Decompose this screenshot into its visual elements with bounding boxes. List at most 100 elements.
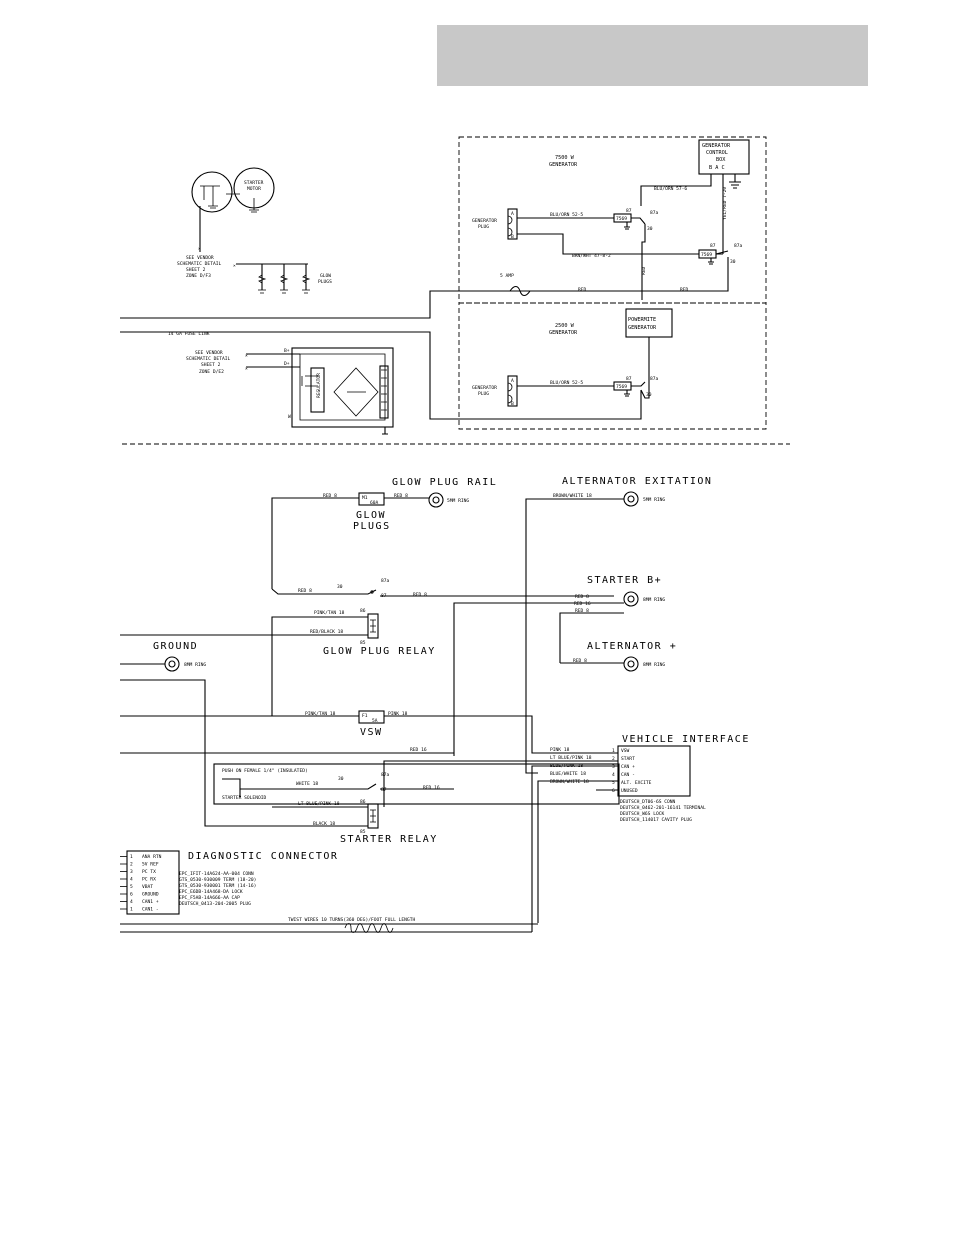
svg-text:RED 8: RED 8 <box>575 594 589 600</box>
svg-text:EPC_F5AB-14A666-AA CAP: EPC_F5AB-14A666-AA CAP <box>179 895 240 901</box>
svg-text:REGULATOR: REGULATOR <box>316 373 322 398</box>
alternator-plus: ALTERNATOR + 8MM RING RED 8 <box>560 641 676 672</box>
svg-text:GLOW: GLOW <box>320 273 331 279</box>
svg-text:5MM RING: 5MM RING <box>447 498 469 504</box>
svg-text:87a: 87a <box>734 243 743 249</box>
svg-text:CONTROL: CONTROL <box>706 150 728 156</box>
pin-name: ALT. EXCITE <box>621 780 652 786</box>
diagnostic-pin: 6 GROUND <box>120 892 159 898</box>
svg-text:30: 30 <box>647 226 653 232</box>
svg-text:7569: 7569 <box>701 252 712 258</box>
starter-relay: LT BLUE/PINK 18 BLACK 18 86 85 STARTER R… <box>272 760 618 845</box>
glow-plug-fuse <box>358 492 385 506</box>
svg-text:RED 8: RED 8 <box>298 588 312 594</box>
generator-plug-2500: A B GENERATOR PLUG <box>472 375 518 407</box>
svg-text:DEUTSCH_W6S LOCK: DEUTSCH_W6S LOCK <box>620 811 664 817</box>
svg-text:87a: 87a <box>381 772 390 778</box>
svg-text:RED 8: RED 8 <box>323 493 337 499</box>
svg-text:D+: D+ <box>284 361 290 367</box>
pin-name: VBAT <box>142 884 153 890</box>
svg-text:30: 30 <box>338 776 344 782</box>
svg-text:WHITE 18: WHITE 18 <box>296 781 318 787</box>
svg-text:GROUND: GROUND <box>153 641 198 652</box>
svg-text:87: 87 <box>710 243 716 249</box>
pin-number: 6 <box>612 788 615 794</box>
svg-text:STARTER B+: STARTER B+ <box>587 575 662 586</box>
svg-text:SEE VENDOR: SEE VENDOR <box>186 255 214 261</box>
svg-text:8MM RING: 8MM RING <box>643 662 665 668</box>
pin-name: 5V REF <box>142 862 159 868</box>
svg-text:85: 85 <box>360 640 366 646</box>
svg-text:8MM RING: 8MM RING <box>184 662 206 668</box>
svg-text:30: 30 <box>646 392 652 398</box>
pin-name: GROUND <box>142 892 159 898</box>
svg-text:GENERATOR: GENERATOR <box>549 330 578 336</box>
svg-text:PLUGS: PLUGS <box>318 279 332 285</box>
pin-name: PC RX <box>142 877 156 883</box>
svg-text:30: 30 <box>337 584 343 590</box>
svg-text:EPC_IFIT-14A624-AA-004 CONN: EPC_IFIT-14A624-AA-004 CONN <box>179 871 254 877</box>
svg-text:F1: F1 <box>362 713 368 719</box>
svg-text:B+: B+ <box>284 348 290 354</box>
pin-number: 6 <box>130 892 133 898</box>
starter-bplus: STARTER B+ 8MM RING RED 8 RED 16 RED 8 <box>453 575 665 756</box>
svg-text:GLOW PLUG RELAY: GLOW PLUG RELAY <box>323 646 436 657</box>
svg-text:PINK/TAN 18: PINK/TAN 18 <box>305 711 336 717</box>
pin-wire: PINK 18 <box>550 747 570 753</box>
svg-text:DEUTSCH_0413-204-2005 PLUG: DEUTSCH_0413-204-2005 PLUG <box>179 901 251 907</box>
pin-name: ANA RTN <box>142 854 162 860</box>
svg-text:GTS_0530-930001 TERM (14-16): GTS_0530-930001 TERM (14-16) <box>179 883 256 889</box>
pin-number: 1 <box>612 748 615 754</box>
svg-text:BOX: BOX <box>716 157 726 163</box>
pin-number: 4 <box>612 772 615 778</box>
wire-red-vertical: RED <box>641 266 647 275</box>
pin-number: 1 <box>130 854 133 860</box>
svg-text:×: × <box>245 354 248 359</box>
glow-relay-contacts: RED 8 30 87a 87 RED 8 <box>271 578 614 599</box>
svg-text:STARTER SOLENOID: STARTER SOLENOID <box>222 795 266 801</box>
svg-text:SHEET 2: SHEET 2 <box>186 267 206 273</box>
svg-text:GENERATOR: GENERATOR <box>472 385 497 391</box>
svg-text:87: 87 <box>626 208 632 214</box>
svg-text:GENERATOR: GENERATOR <box>472 218 497 224</box>
diagnostic-pin: 5 VBAT <box>120 884 153 890</box>
svg-text:RED 8: RED 8 <box>575 608 589 614</box>
glow-plug-relay: PINK/TAN 18 RED/BLACK 18 86 85 GLOW PLUG… <box>120 608 436 716</box>
svg-text:×: × <box>245 367 248 372</box>
svg-text:86: 86 <box>360 799 366 805</box>
pin-number: 5 <box>130 884 133 890</box>
header-box <box>437 25 868 86</box>
alternator-excitation: ALTERNATOR EXITATION 5MM RING BROWN/WHIT… <box>525 476 711 774</box>
svg-text:7569: 7569 <box>616 384 627 390</box>
svg-text:GLOW PLUG RAIL: GLOW PLUG RAIL <box>392 477 497 488</box>
svg-text:ZONE D/F3: ZONE D/F3 <box>186 273 211 279</box>
diagnostic-pin: 1 ANA RTN <box>120 854 162 860</box>
svg-text:GENERATOR: GENERATOR <box>549 162 578 168</box>
svg-text:RED 8: RED 8 <box>413 592 427 598</box>
svg-text:EPC_E6DB-14A468-DA LOCK: EPC_E6DB-14A468-DA LOCK <box>179 889 243 895</box>
svg-text:VSW: VSW <box>360 727 383 738</box>
wire-blu-orn-52-5: BLU/ORN 52-5 <box>550 212 583 218</box>
pin-number: 4 <box>130 877 133 883</box>
glow-plug-rail: GLOW PLUG RAIL 5MM RING RED 8 RED 8 M1 6… <box>271 477 497 589</box>
svg-text:PLUG: PLUG <box>478 391 489 397</box>
wire-blu-orn-52-5-b: BLU/ORN 52-5 <box>550 380 583 386</box>
svg-text:87a: 87a <box>650 210 659 216</box>
svg-text:B A C: B A C <box>709 165 725 171</box>
svg-text:RED 16: RED 16 <box>423 785 440 791</box>
pin-number: 3 <box>130 869 133 875</box>
svg-text:RED 16: RED 16 <box>410 747 427 753</box>
pin-number: 3 <box>612 764 615 770</box>
svg-text:MOTOR: MOTOR <box>247 186 261 192</box>
svg-text:7569: 7569 <box>616 216 627 222</box>
svg-text:87: 87 <box>381 593 387 599</box>
pin-number: 4 <box>130 899 133 905</box>
relay-7500-1: 7569 87 87a 30 <box>613 208 659 300</box>
svg-text:RED 16: RED 16 <box>574 601 591 607</box>
svg-text:STARTER: STARTER <box>244 180 264 186</box>
generator-control-box: GENERATOR CONTROL BOX B A C <box>698 139 750 175</box>
